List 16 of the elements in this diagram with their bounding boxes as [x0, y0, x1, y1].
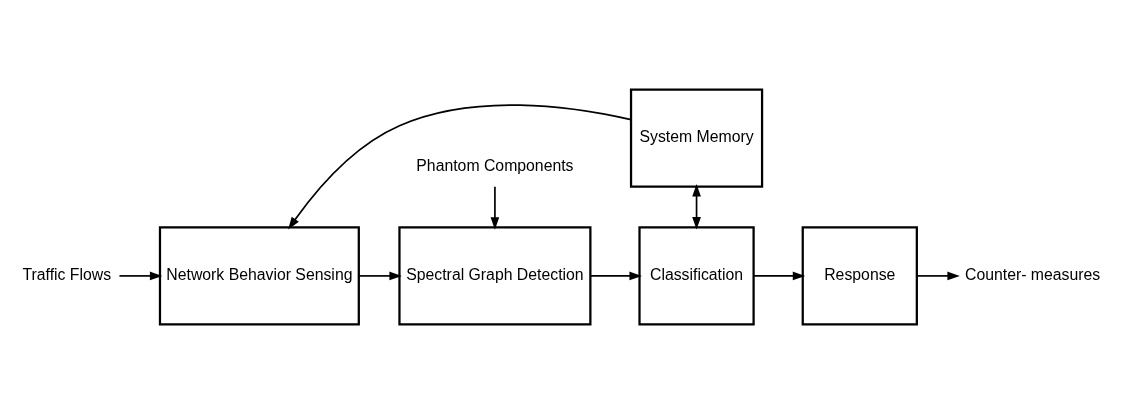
node-box: Spectral Graph Detection [398, 225, 592, 326]
arrow [490, 185, 500, 230]
node-text: Traffic Flows [22, 265, 112, 283]
node-box: Classification [638, 225, 755, 326]
arrow [753, 271, 806, 280]
node-text: Phantom Components [416, 156, 574, 174]
node-box: System Memory [629, 87, 764, 188]
arrow [358, 271, 402, 280]
arrow [118, 271, 163, 280]
arrow [288, 103, 632, 229]
arrow [692, 183, 701, 229]
node-text: Counter- measures [965, 265, 1101, 283]
node-box: Network Behavior Sensing [158, 225, 360, 326]
arrow [589, 271, 642, 280]
node-box: Response [801, 225, 918, 326]
arrow [916, 271, 960, 280]
